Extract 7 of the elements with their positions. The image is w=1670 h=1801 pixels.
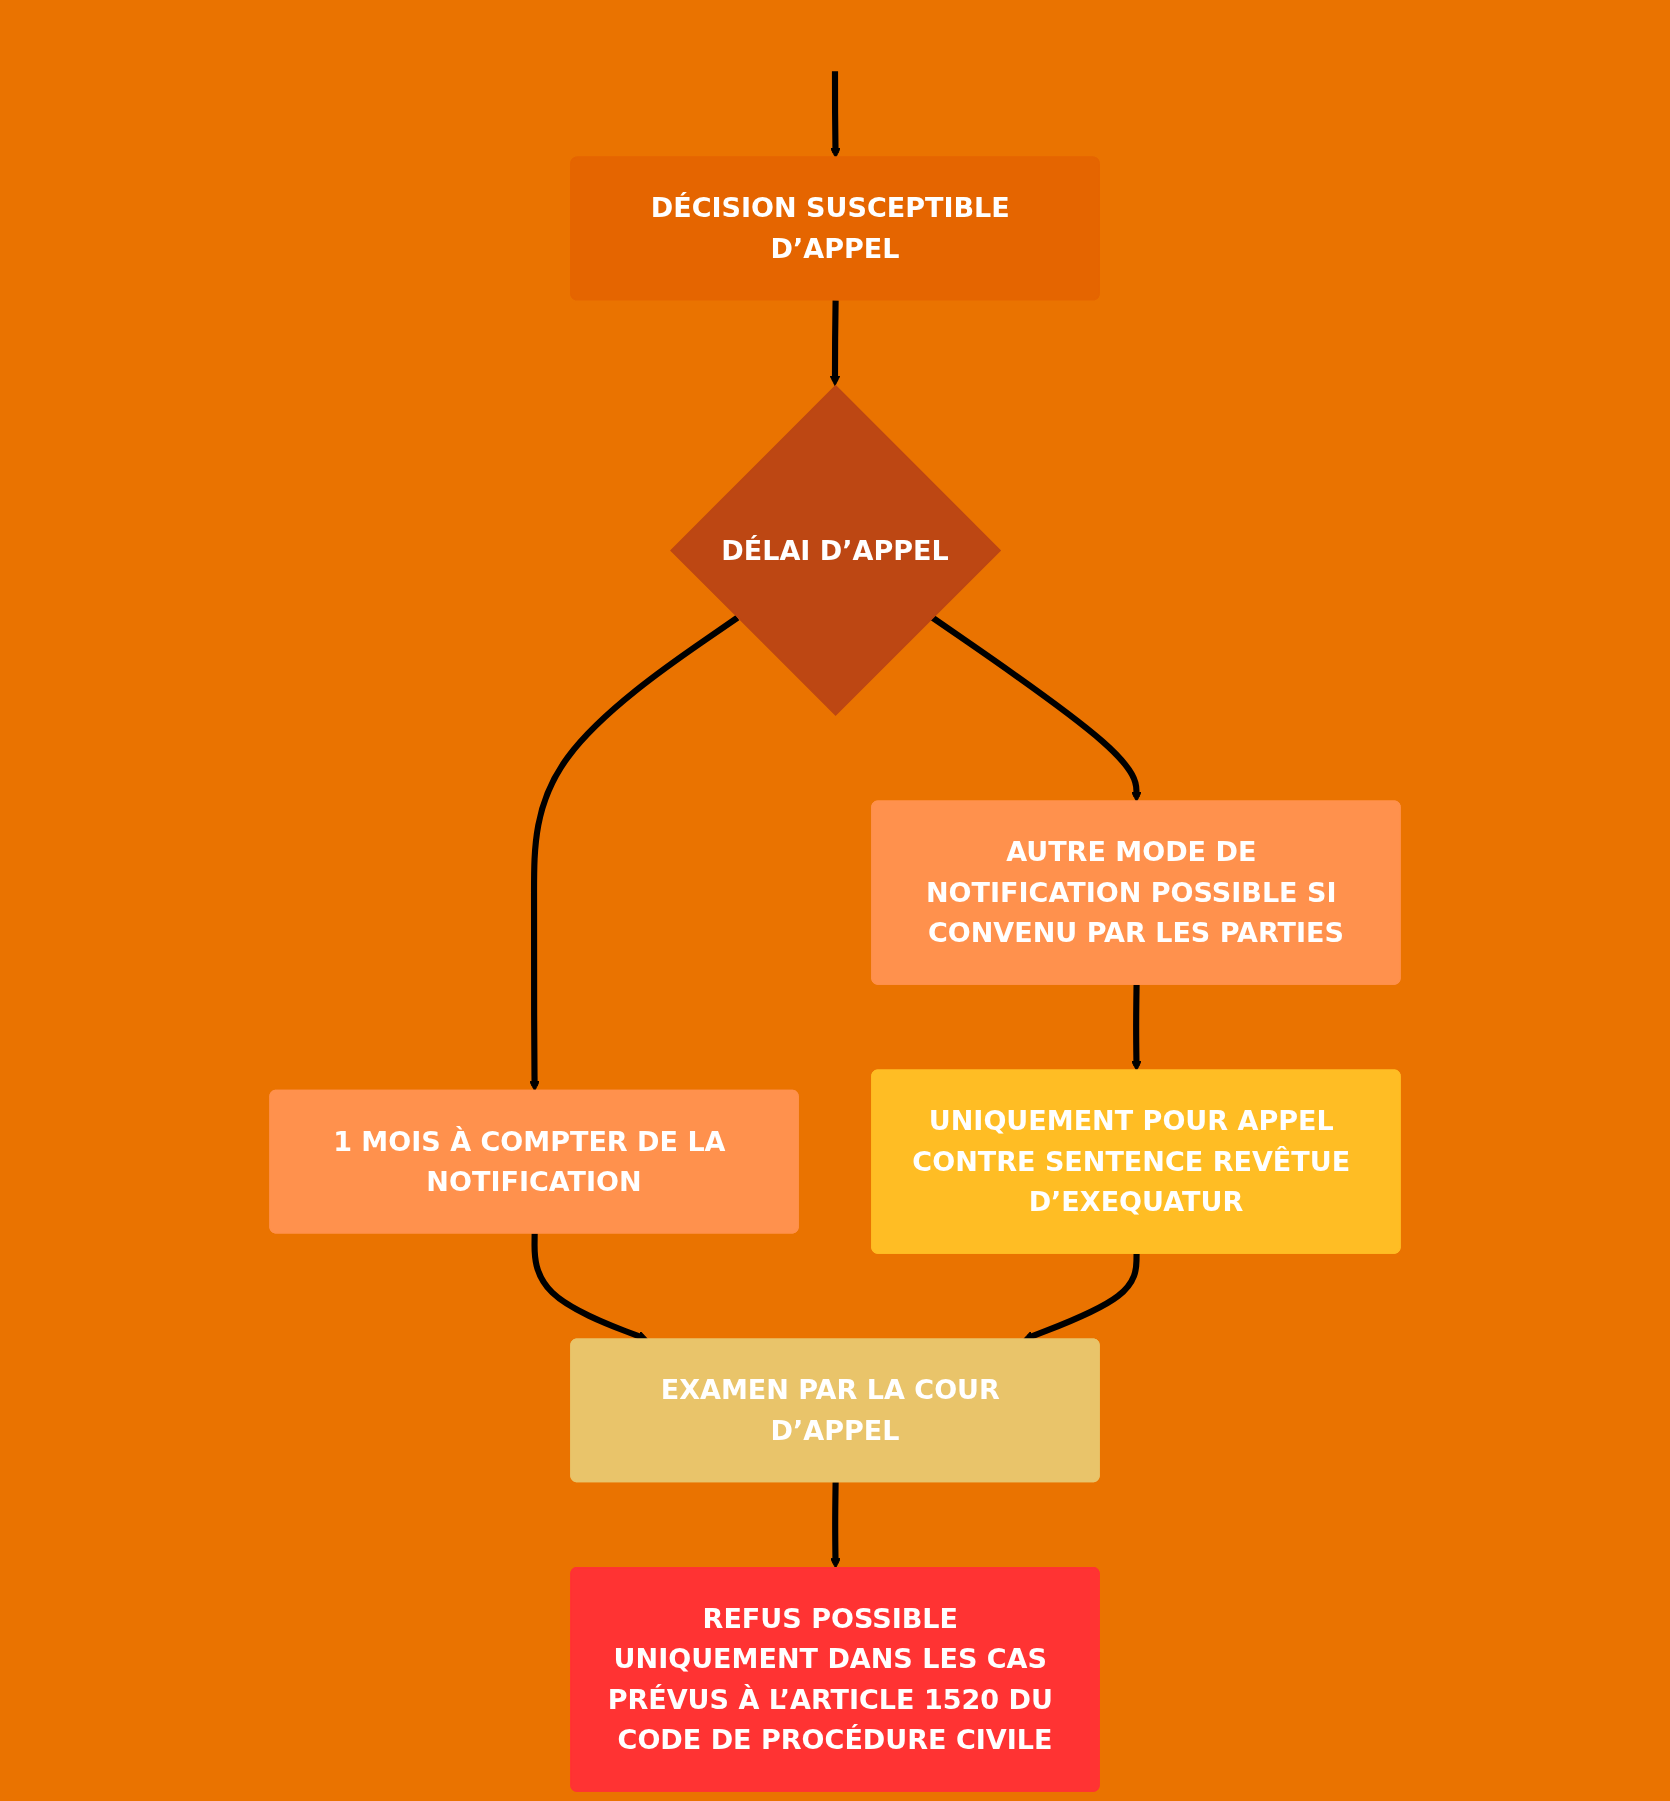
arrow <box>829 300 841 387</box>
arrow <box>830 71 841 159</box>
node-diamond: DÉLAI D’APPEL <box>670 384 1002 716</box>
arrow <box>1131 984 1142 1072</box>
arrow <box>930 615 1142 803</box>
arrow <box>529 615 740 1092</box>
arrow <box>830 1482 841 1569</box>
